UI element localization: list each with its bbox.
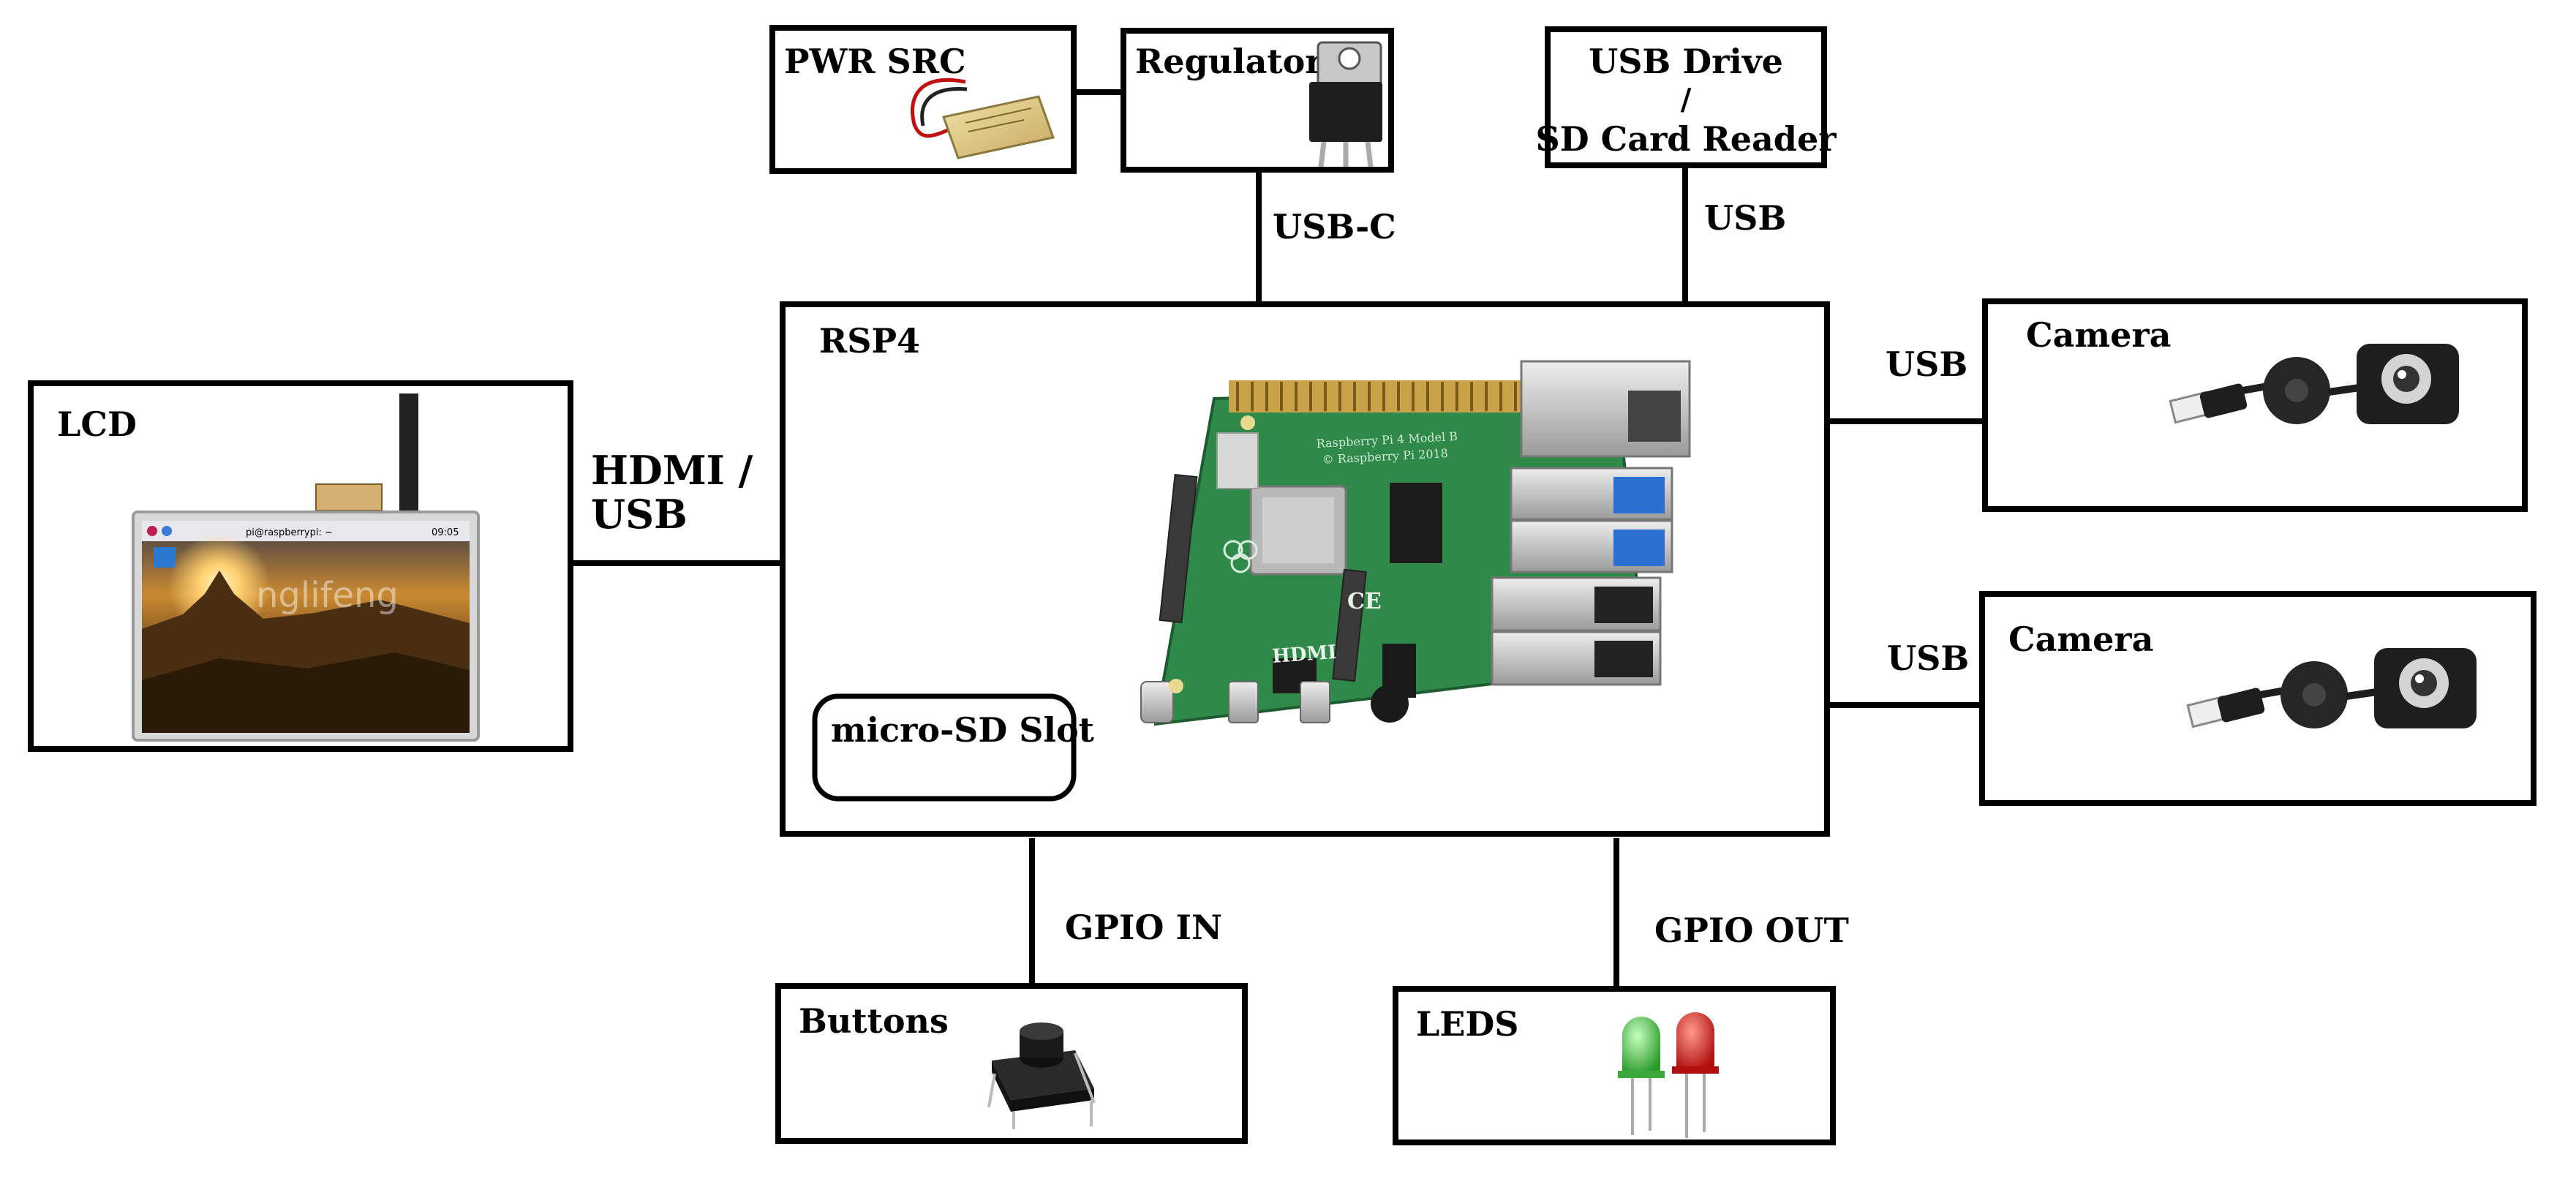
green-led-icon (1618, 1017, 1665, 1135)
usb-drive-label-line2: / (1681, 83, 1692, 117)
gpio-out-label: GPIO OUT (1654, 911, 1849, 950)
camera-2-link-label: USB (1887, 639, 1969, 678)
micro-sd-slot-label: micro-SD Slot (831, 710, 1095, 750)
usb-drive-box (1545, 26, 1827, 168)
raspberry-logo (1223, 540, 1258, 573)
usb3-ports (1510, 467, 1673, 573)
camera-2-box (1979, 591, 2537, 806)
display-connector (1159, 473, 1198, 624)
board-hdmi-mark: HDMI (1271, 641, 1337, 668)
ram-chip (1390, 483, 1442, 563)
usb-drive-block: USB Drive / SD Card Reader (1536, 26, 1837, 168)
pwr-src-label: PWR SRC (784, 42, 966, 81)
gpio-in-label: GPIO IN (1065, 908, 1222, 947)
usb-drive-label-line3: SD Card Reader (1536, 119, 1837, 159)
lcd-taskbar-text: pi@raspberrypi: ~ (246, 527, 333, 538)
camera-1-box (1982, 298, 2528, 512)
usb-drive-link-label: USB (1704, 198, 1786, 238)
usb-c-port (1140, 681, 1174, 723)
micro-hdmi-port-0 (1228, 681, 1259, 723)
leds-block: LEDS (1393, 986, 1836, 1145)
pwr-src-block: PWR SRC (769, 25, 1077, 174)
usb-c-label: USB-C (1273, 207, 1396, 246)
hdmi-usb-label-line2: USB (591, 491, 688, 538)
micro-sd-slot-box (812, 693, 1077, 802)
usb2-ports (1491, 576, 1662, 686)
leds-box (1393, 986, 1836, 1145)
regulator-box (1121, 28, 1394, 173)
webcam-icon (2169, 344, 2459, 424)
camera-2-block: Camera (1979, 591, 2537, 806)
lcd-label: LCD (57, 404, 137, 444)
camera-1-label: Camera (2026, 315, 2171, 355)
rsp4-box (780, 301, 1830, 837)
battery-icon (911, 78, 1055, 159)
usb-drive-label-line1: USB Drive (1589, 42, 1783, 81)
lcd-screen-image: pi@raspberrypi: ~ 09:05 nglifeng (132, 393, 480, 742)
wifi-shield (1216, 432, 1259, 489)
regulator-label: Regulator (1135, 42, 1323, 81)
buttons-block: Buttons (775, 983, 1248, 1144)
push-button-icon (987, 1022, 1096, 1129)
leds-label: LEDS (1416, 1004, 1519, 1044)
board-ce-mark: CE (1347, 589, 1382, 614)
raspberry-pi-board-image: Raspberry Pi 4 Model B © Raspberry Pi 20… (1140, 360, 1691, 726)
red-led-icon (1672, 1012, 1719, 1138)
lcd-block: LCD pi@raspberrypi: ~ 09:05 nglifeng (28, 380, 573, 752)
micro-hdmi-port-1 (1300, 681, 1330, 723)
lcd-clock: 09:05 (432, 527, 459, 538)
buttons-box (775, 983, 1248, 1144)
camera-1-block: Camera (1982, 298, 2528, 512)
rsp4-label: RSP4 (819, 321, 920, 361)
buttons-label: Buttons (799, 1001, 949, 1041)
camera-connector (1332, 568, 1367, 682)
pwr-src-box (769, 25, 1077, 174)
hdmi-usb-label-line1: HDMI / (591, 447, 753, 494)
rsp4-block: RSP4 micro-SD Slot (780, 301, 1830, 837)
link-labels: USB-C USB HDMI / USB USB USB GPIO IN GPI… (591, 198, 1969, 950)
connections (573, 89, 1982, 986)
webcam-icon (2186, 648, 2477, 728)
lcd-box (28, 380, 573, 752)
lcd-watermark: nglifeng (256, 575, 399, 616)
regulator-block: Regulator (1121, 28, 1394, 173)
camera-1-link-label: USB (1886, 344, 1967, 384)
ethernet-port (1520, 360, 1691, 458)
gpio-header (1229, 380, 1521, 413)
voltage-regulator-icon (1309, 41, 1382, 167)
camera-2-label: Camera (2008, 619, 2153, 659)
